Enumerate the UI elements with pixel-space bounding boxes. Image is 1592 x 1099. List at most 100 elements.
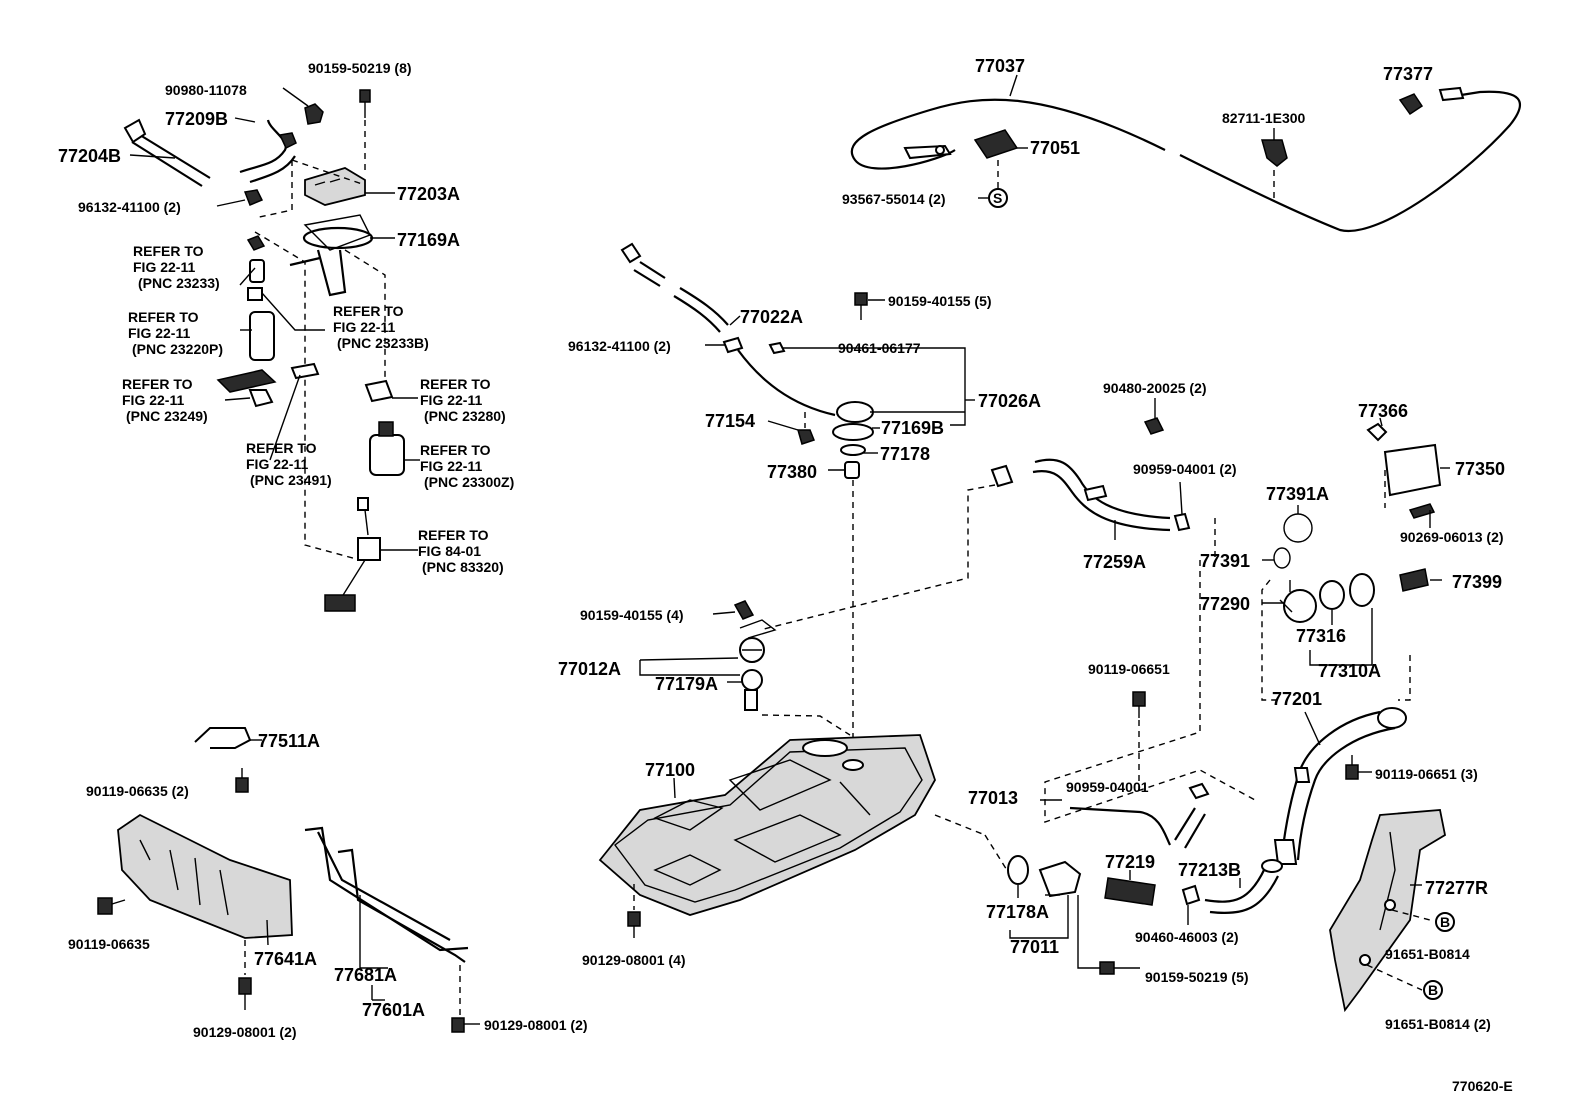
refer-fig-4: FIG 22-11 <box>122 392 184 408</box>
label-90129-08001-4: 90129-08001 (4) <box>582 952 686 968</box>
clip-77051 <box>973 129 1019 159</box>
label-77178a: 77178A <box>986 902 1049 922</box>
breather-hose-77259a <box>759 458 1256 823</box>
vent-tube-assembly <box>620 242 975 765</box>
label-77511a: 77511A <box>258 731 320 751</box>
refer-fig-1: FIG 22-11 <box>133 259 195 275</box>
label-77391a: 77391A <box>1266 484 1329 504</box>
refer-fig-2: FIG 22-11 <box>333 319 395 335</box>
figure-code: 770620-E <box>1452 1078 1513 1094</box>
label-77219: 77219 <box>1105 852 1155 872</box>
fuel-lid-opener-cable <box>850 74 1521 233</box>
label-77022a: 77022A <box>740 307 803 327</box>
refer-to-6: REFER TO <box>246 440 317 456</box>
bracket-77399 <box>1399 568 1429 592</box>
label-77204b: 77204B <box>58 146 121 166</box>
label-96132-41100-2b: 96132-41100 (2) <box>568 338 671 354</box>
refer-fig-8: FIG 84-01 <box>418 543 481 559</box>
tank-band-77601a <box>304 826 480 1033</box>
label-77201: 77201 <box>1272 689 1322 709</box>
label-77037: 77037 <box>975 56 1025 76</box>
label-90460-46003-2: 90460-46003 (2) <box>1135 929 1239 945</box>
fuel-cap-77290 <box>1283 589 1317 623</box>
label-77290: 77290 <box>1200 594 1250 614</box>
label-77277r: 77277R <box>1425 878 1488 898</box>
s-callout-text: S <box>993 190 1002 206</box>
refer-to-4: REFER TO <box>122 376 193 392</box>
filler-pipe-77201 <box>1280 710 1381 856</box>
bolt-90159-50219-top <box>359 89 371 118</box>
label-77209b: 77209B <box>165 109 228 129</box>
fuel-filter <box>369 434 405 476</box>
label-77100: 77100 <box>645 760 695 780</box>
label-90129-08001-2a: 90129-08001 (2) <box>193 1024 297 1040</box>
refer-pnc-23280: (PNC 23280) <box>424 408 506 424</box>
refer-pnc-83320: (PNC 83320) <box>422 559 504 575</box>
label-91651-b0814: 91651-B0814 <box>1385 946 1470 962</box>
clip-90480-20025 <box>1143 417 1165 435</box>
label-77203a: 77203A <box>397 184 460 204</box>
b-callout-text-1: B <box>1440 914 1450 930</box>
clip-82711-1e300 <box>1261 139 1288 167</box>
refer-to-3: REFER TO <box>128 309 199 325</box>
pump-bracket-77203a <box>304 167 366 206</box>
label-77391: 77391 <box>1200 551 1250 571</box>
label-77213b: 77213B <box>1178 860 1241 880</box>
label-77641a: 77641A <box>254 949 317 969</box>
label-90959-04001: 90959-04001 <box>1066 779 1149 795</box>
refer-pnc-23233: (PNC 23233) <box>138 275 220 291</box>
label-90461-06177: 90461-06177 <box>838 340 921 356</box>
label-90159-40155-4: 90159-40155 (4) <box>580 607 684 623</box>
label-90269-06013-2: 90269-06013 (2) <box>1400 529 1504 545</box>
refer-pnc-23491: (PNC 23491) <box>250 472 332 488</box>
label-77169b: 77169B <box>881 418 944 438</box>
fuel-pump-assembly <box>123 87 420 612</box>
refer-to-7: REFER TO <box>420 442 491 458</box>
fuel-inlet-77011 <box>1007 855 1283 975</box>
label-90980-11078: 90980-11078 <box>165 82 247 98</box>
label-77399: 77399 <box>1452 572 1502 592</box>
label-77681a: 77681A <box>334 965 397 985</box>
part-labels: 90159-50219 (8) 90980-11078 77209B 77204… <box>58 56 1513 1094</box>
vent-tube-77013 <box>1040 691 1210 849</box>
label-90129-08001-2b: 90129-08001 (2) <box>484 1017 588 1033</box>
label-90119-06635-2: 90119-06635 (2) <box>86 783 189 799</box>
fuel-tank-77100 <box>598 734 1011 938</box>
label-90119-06635: 90119-06635 <box>68 936 150 952</box>
label-77169a: 77169A <box>397 230 460 250</box>
hose-77209b <box>239 119 287 174</box>
s-callout <box>988 188 1008 208</box>
label-77154: 77154 <box>705 411 755 431</box>
refer-pnc-23220p: (PNC 23220P) <box>132 341 223 357</box>
label-90959-04001-2: 90959-04001 (2) <box>1133 461 1237 477</box>
label-90119-06651: 90119-06651 <box>1088 661 1170 677</box>
tank-protector-77641a <box>97 813 293 1010</box>
label-77259a: 77259A <box>1083 552 1146 572</box>
label-90159-50219-8: 90159-50219 (8) <box>308 60 412 76</box>
refer-fig-6: FIG 22-11 <box>246 456 308 472</box>
label-90480-20025-2: 90480-20025 (2) <box>1103 380 1207 396</box>
tank-bracket-77511a <box>194 727 262 793</box>
label-77012a: 77012A <box>558 659 621 679</box>
label-91651-b0814-2: 91651-B0814 (2) <box>1385 1016 1491 1032</box>
refer-pnc-23233b: (PNC 23233B) <box>337 335 429 351</box>
fuel-pump <box>249 311 275 361</box>
label-77601a: 77601A <box>362 1000 425 1020</box>
hose-77204b <box>123 118 211 187</box>
fuel-lid-77350 <box>1383 443 1442 497</box>
filler-neck-assembly <box>1261 417 1455 1013</box>
b-callout-text-2: B <box>1428 982 1438 998</box>
label-77013: 77013 <box>968 788 1018 808</box>
gasket-77169b <box>832 423 874 441</box>
label-90159-50219-5: 90159-50219 (5) <box>1145 969 1249 985</box>
label-77350: 77350 <box>1455 459 1505 479</box>
label-93567-55014-2: 93567-55014 (2) <box>842 191 946 207</box>
label-77380: 77380 <box>767 462 817 482</box>
refer-pnc-23249: (PNC 23249) <box>126 408 208 424</box>
fuel-sender-gauge <box>324 497 381 612</box>
refer-to-5: REFER TO <box>420 376 491 392</box>
label-77011: 77011 <box>1010 937 1059 957</box>
label-96132-41100-2a: 96132-41100 (2) <box>78 199 181 215</box>
clamp-90980-11078 <box>304 103 324 125</box>
